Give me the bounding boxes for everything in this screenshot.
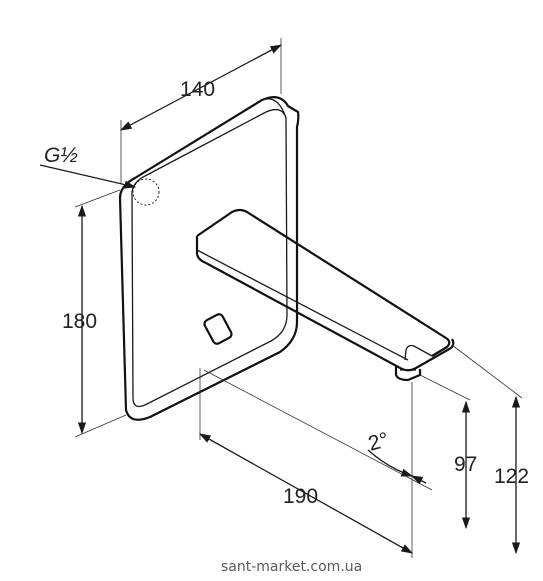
dimension-140: 140	[119, 38, 283, 184]
thread-label: G½	[44, 144, 78, 167]
dimension-190: 190	[198, 368, 414, 558]
spout-length-label: 190	[283, 485, 318, 508]
dimension-122: 122	[451, 344, 529, 555]
dimension-97: 97	[419, 374, 477, 530]
dimension-180: 180	[62, 189, 127, 438]
dimension-thread: G½	[39, 144, 137, 189]
wall-plate	[118, 95, 300, 421]
width-label: 140	[180, 78, 215, 101]
watermark: sant-market.com.ua	[221, 559, 362, 575]
sensor-window-icon	[203, 313, 233, 345]
height-label: 180	[62, 310, 97, 333]
spout	[195, 208, 455, 382]
dimension-angle: 2°	[203, 369, 433, 491]
outlet-height-label: 97	[454, 453, 477, 476]
thread-connection-circle	[132, 178, 160, 206]
total-height-label: 122	[494, 465, 529, 488]
